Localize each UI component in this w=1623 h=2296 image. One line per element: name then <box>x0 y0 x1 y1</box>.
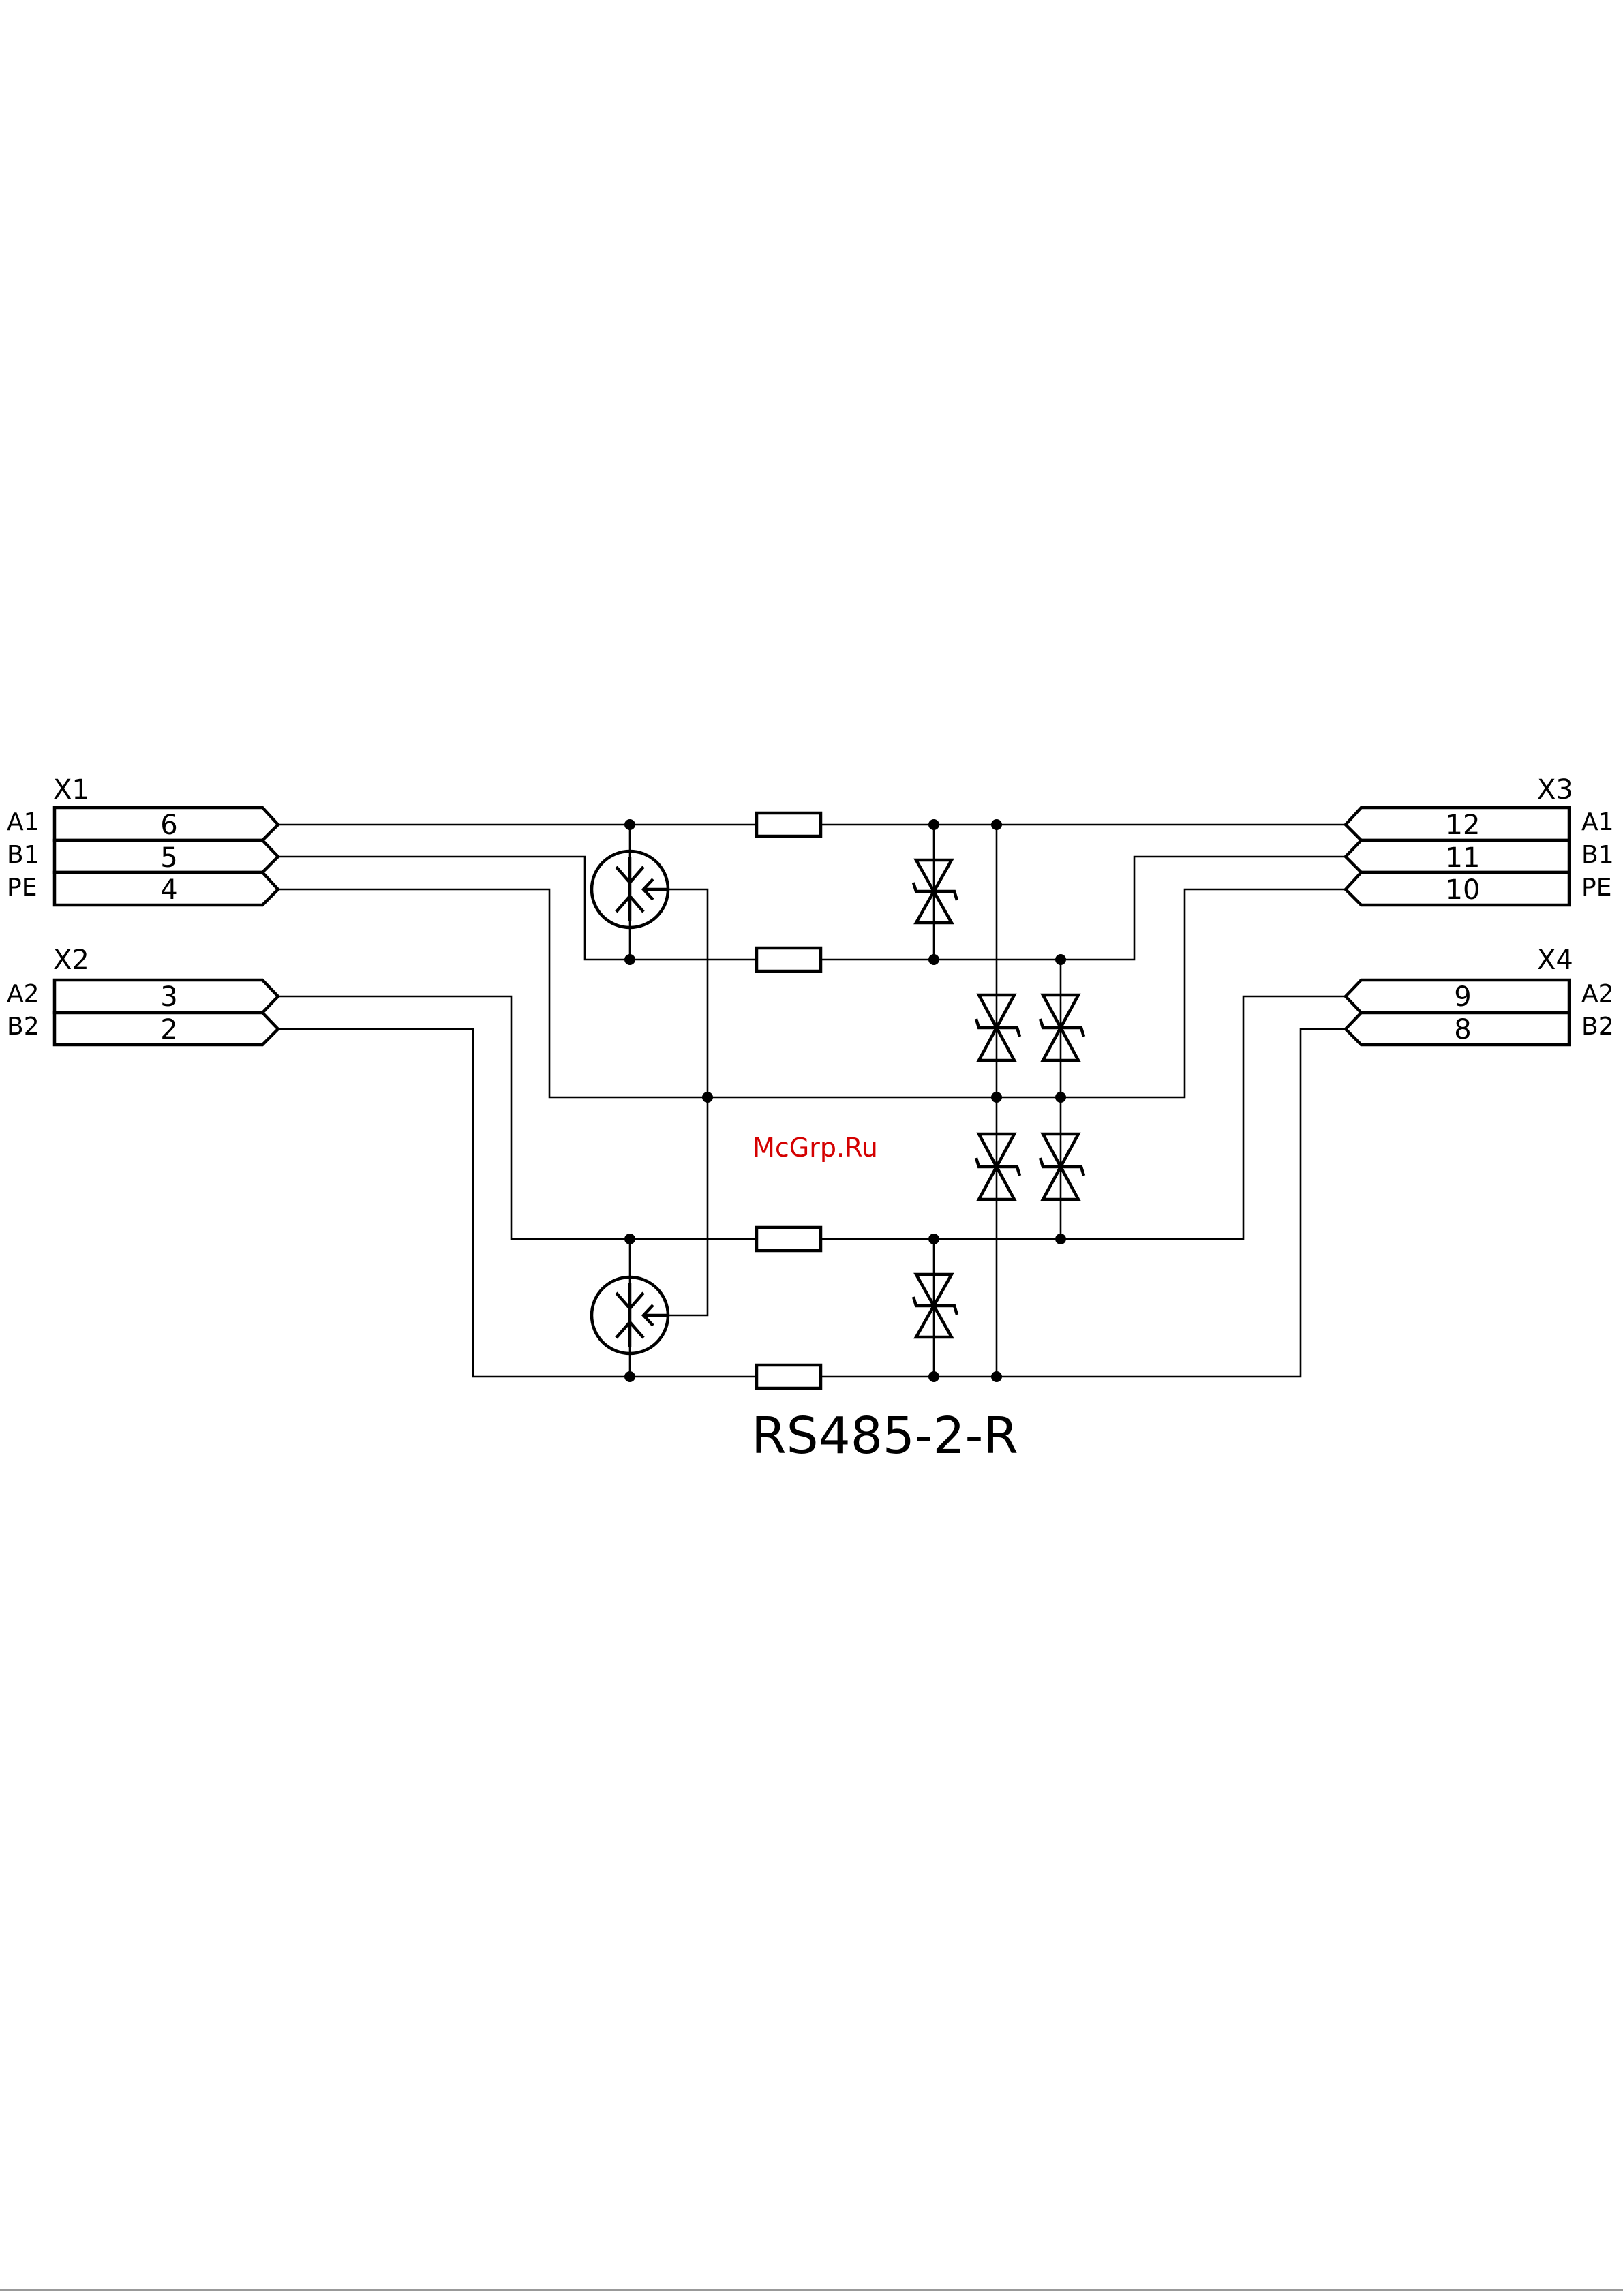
page-bottom-divider <box>0 2289 1623 2291</box>
signal-label: A2 <box>7 980 40 1008</box>
signal-label: A1 <box>7 808 40 836</box>
resistors <box>757 813 821 1388</box>
watermark: McGrp.Ru <box>753 1133 878 1163</box>
junctions <box>624 819 1066 1382</box>
gas-arrester-1 <box>592 851 668 928</box>
wires <box>278 825 1346 1377</box>
signal-label: A2 <box>1581 980 1614 1008</box>
connector-x2-label: X2 <box>53 945 89 976</box>
pin-number: 8 <box>1454 1014 1471 1045</box>
pin-number: 2 <box>160 1014 177 1045</box>
pin-number: 9 <box>1454 981 1471 1013</box>
pin-number: 11 <box>1446 842 1481 874</box>
diagram-title: RS485-2-R <box>751 1407 1018 1465</box>
pin-number: 5 <box>160 842 177 874</box>
connector-x3-label: X3 <box>1537 774 1573 806</box>
connector-x1-label: X1 <box>53 774 89 806</box>
connector-x4-label: X4 <box>1537 945 1573 976</box>
signal-label: B1 <box>7 841 40 869</box>
signal-label: A1 <box>1581 808 1614 836</box>
pin-number: 10 <box>1446 874 1481 906</box>
pin-number: 4 <box>160 874 177 906</box>
signal-label: PE <box>7 874 37 902</box>
pin-number: 12 <box>1446 810 1481 841</box>
gas-arrester-2 <box>592 1277 668 1353</box>
pin-number: 3 <box>160 981 177 1013</box>
pin-number: 6 <box>160 810 177 841</box>
signal-label: B2 <box>1581 1013 1614 1041</box>
signal-label: PE <box>1581 874 1611 902</box>
signal-label: B1 <box>1581 841 1614 869</box>
signal-label: B2 <box>7 1013 40 1041</box>
